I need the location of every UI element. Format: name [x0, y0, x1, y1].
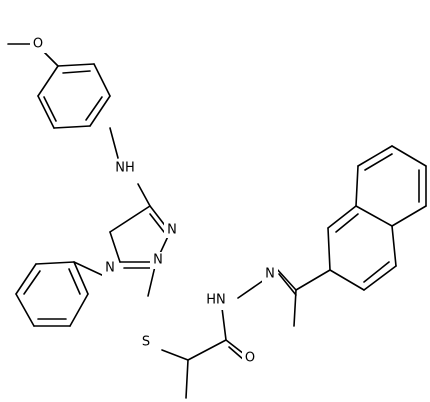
- hydrazide-hn-label: HN: [206, 293, 226, 308]
- thioether-sulfur-label: S: [142, 335, 150, 350]
- triazole-n1-label: N: [167, 223, 177, 238]
- triazole-n4-label: N: [105, 261, 115, 276]
- methoxy-group: [7, 43, 59, 67]
- methoxy-oxygen-label: O: [33, 37, 43, 52]
- amine-nh-label: NH: [115, 161, 135, 176]
- triazole-n2-label: N: [153, 253, 163, 268]
- thioether-propanoyl-chain: [147, 261, 245, 399]
- triazole-ring: [109, 205, 171, 269]
- hydrazone-linkage: [237, 267, 331, 327]
- hydrazone-n-label: N: [265, 267, 275, 282]
- atom-labels: O NH N N N S HN N O: [30, 36, 278, 368]
- phenyl-ring: [15, 261, 105, 327]
- methoxyphenyl-ring: [37, 63, 111, 129]
- carbonyl-oxygen-label: O: [245, 351, 255, 366]
- naphthalene-ring: [327, 145, 427, 291]
- aminomethyl-linker: [109, 127, 151, 207]
